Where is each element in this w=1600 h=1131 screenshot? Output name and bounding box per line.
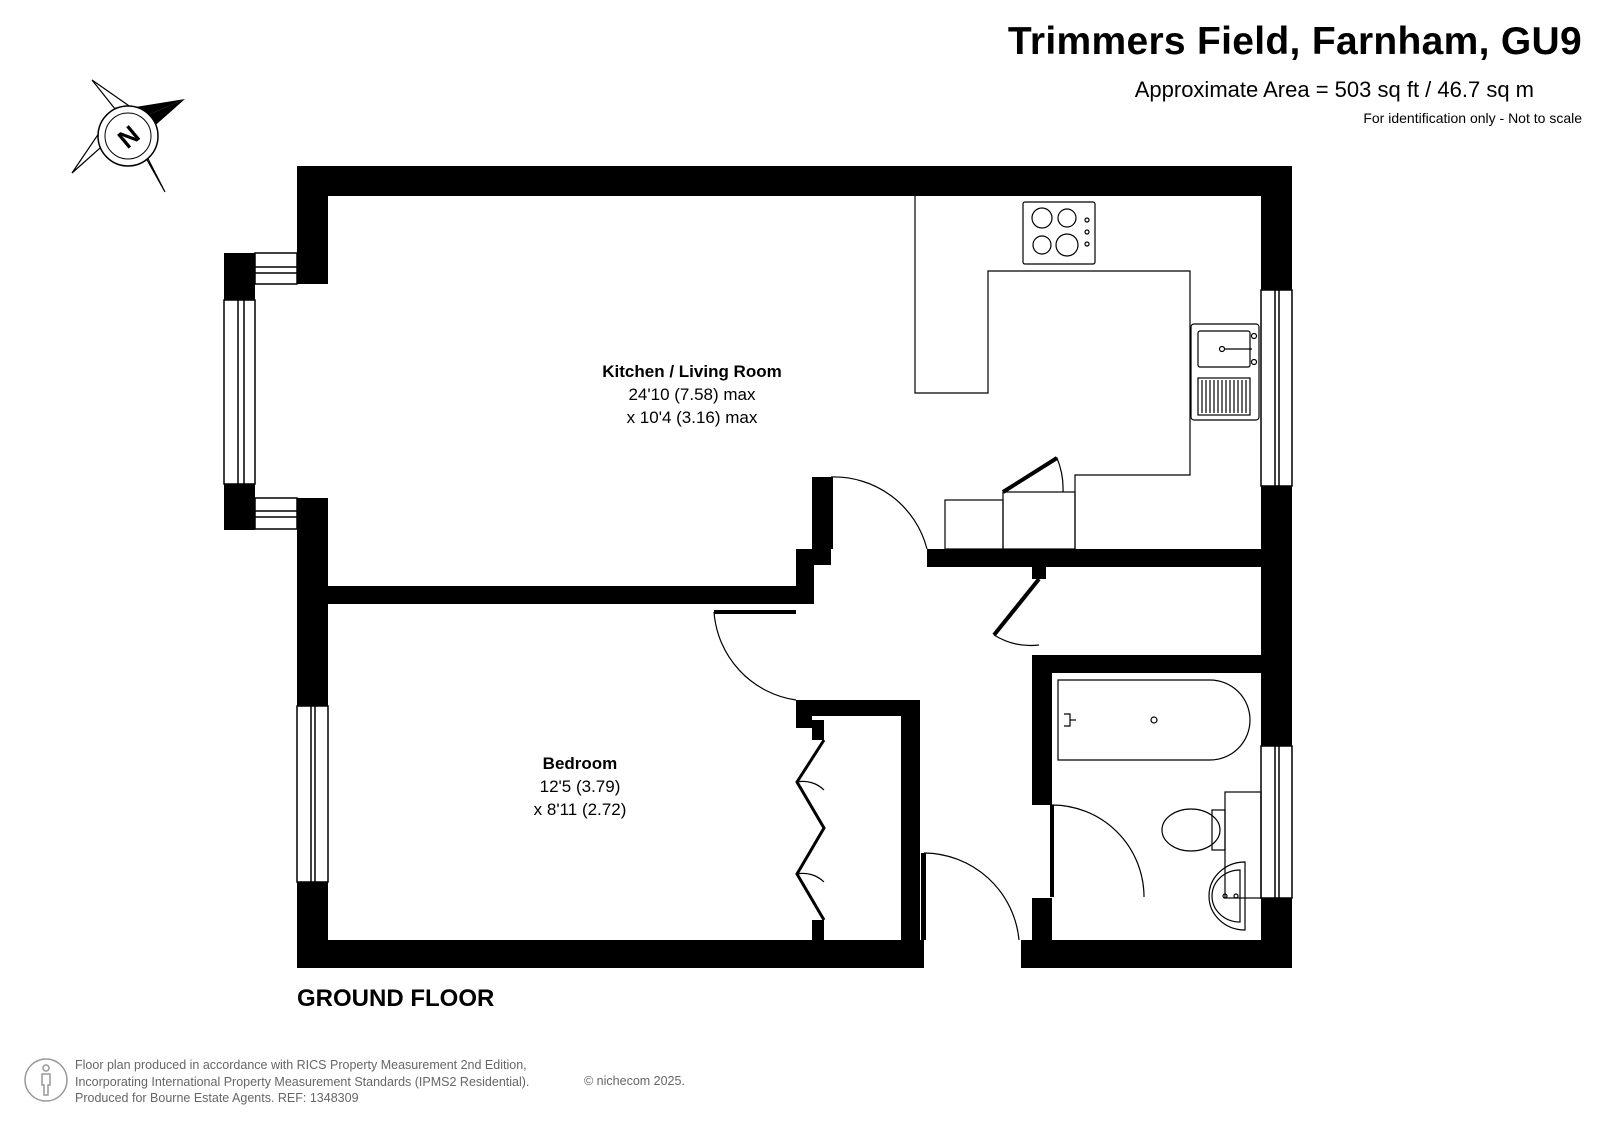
- kitchen-fittings: [914, 196, 1191, 550]
- footer-line: Incorporating International Property Mea…: [75, 1074, 530, 1089]
- sink-icon: [1190, 323, 1260, 421]
- footer-line: Produced for Bourne Estate Agents. REF: …: [75, 1091, 359, 1105]
- bath-icon: [1057, 679, 1251, 761]
- room-name: Bedroom: [542, 754, 618, 773]
- basin-icon: [1208, 861, 1246, 931]
- compass-icon: N: [71, 79, 185, 193]
- doors: [713, 476, 1145, 941]
- windows: [223, 252, 1293, 899]
- walls: [224, 166, 1292, 968]
- toilet-icon: [1161, 791, 1262, 899]
- hob-icon: [1022, 201, 1096, 265]
- room-dimension: x 8'11 (2.72): [533, 800, 627, 819]
- footer-line: Floor plan produced in accordance with R…: [75, 1058, 527, 1072]
- scale-disclaimer: For identification only - Not to scale: [1363, 110, 1582, 126]
- property-title: Trimmers Field, Farnham, GU9: [1007, 20, 1582, 63]
- floor-label: GROUND FLOOR: [297, 985, 495, 1012]
- room-name: Kitchen / Living Room: [602, 362, 782, 381]
- person-scale-icon: [24, 1058, 68, 1102]
- footer-text: Floor plan produced in accordance with R…: [75, 1057, 529, 1107]
- drainer-ridges: [1201, 380, 1247, 413]
- approximate-area: Approximate Area = 503 sq ft / 46.7 sq m: [1134, 77, 1534, 102]
- room-dimension: 24'10 (7.58) max: [628, 385, 756, 404]
- room-label-bedroom: Bedroom 12'5 (3.79) x 8'11 (2.72): [534, 752, 627, 821]
- room-dimension: 12'5 (3.79): [539, 777, 621, 796]
- room-dimension: x 10'4 (3.16) max: [626, 408, 758, 427]
- room-label-kitchen-living: Kitchen / Living Room 24'10 (7.58) max x…: [602, 360, 781, 429]
- copyright: © nichecom 2025.: [584, 1074, 685, 1088]
